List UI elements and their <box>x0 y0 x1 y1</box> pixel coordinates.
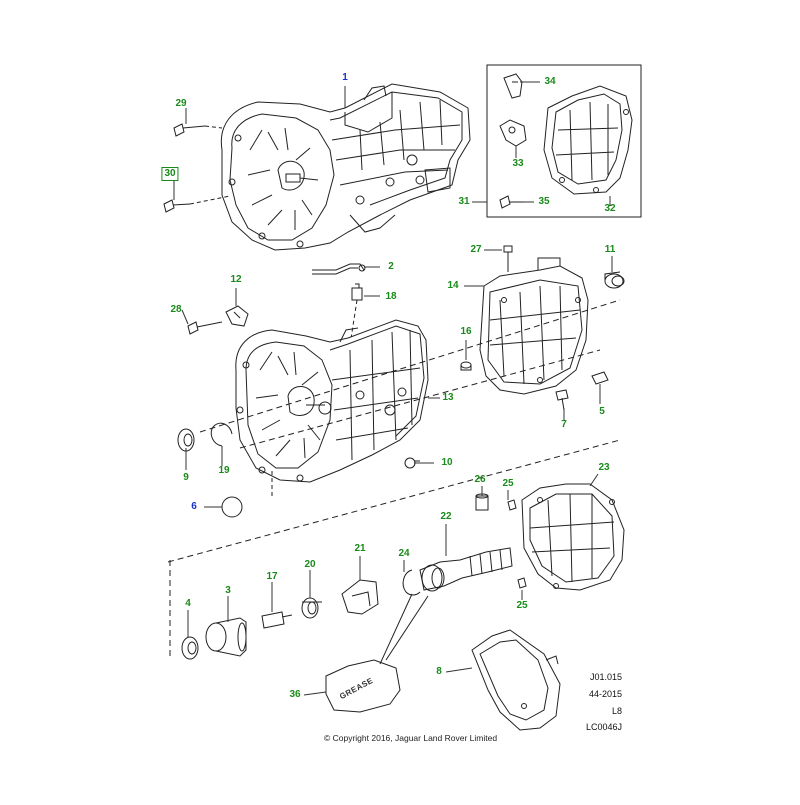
switch-5 <box>591 371 609 385</box>
housing-14 <box>479 257 589 395</box>
callout-10[interactable]: 10 <box>441 457 453 468</box>
callout-28[interactable]: 28 <box>170 304 182 315</box>
callout-9[interactable]: 9 <box>183 472 189 483</box>
bolt-27 <box>503 245 513 272</box>
callout-1[interactable]: 1 <box>342 72 348 83</box>
callout-23[interactable]: 23 <box>598 462 610 473</box>
callout-26[interactable]: 26 <box>474 474 486 485</box>
breather-18 <box>351 283 363 301</box>
callout-17[interactable]: 17 <box>266 571 278 582</box>
callout-24[interactable]: 24 <box>398 548 410 559</box>
plug-25b <box>517 577 527 589</box>
ref-line-2: 44-2015 <box>588 689 622 699</box>
callout-12[interactable]: 12 <box>230 274 242 285</box>
plug-16 <box>460 361 472 371</box>
extension-housing-23 <box>521 483 625 591</box>
o-ring-6 <box>221 496 243 518</box>
callout-36[interactable]: 36 <box>289 689 301 700</box>
oil-seal-9 <box>177 428 195 452</box>
callout-4[interactable]: 4 <box>185 598 191 609</box>
callout-31[interactable]: 31 <box>458 196 470 207</box>
callout-27[interactable]: 27 <box>470 244 482 255</box>
callout-13[interactable]: 13 <box>442 392 454 403</box>
callout-32[interactable]: 32 <box>604 203 616 214</box>
bolt-35 <box>499 195 524 209</box>
callout-33[interactable]: 33 <box>512 158 524 169</box>
callout-25[interactable]: 25 <box>502 478 514 489</box>
gearbox-assembly-top <box>220 83 471 251</box>
bracket-34 <box>503 73 523 99</box>
callout-29[interactable]: 29 <box>175 98 187 109</box>
sensor-17 <box>261 611 293 629</box>
callout-30[interactable]: 30 <box>161 167 179 181</box>
callout-19[interactable]: 19 <box>218 465 230 476</box>
callout-3[interactable]: 3 <box>225 585 231 596</box>
callout-22[interactable]: 22 <box>440 511 452 522</box>
circlip-19 <box>210 422 233 447</box>
gearbox-case-13 <box>235 319 429 483</box>
plug-25a <box>507 499 517 511</box>
inset-box <box>486 64 642 218</box>
callout-8[interactable]: 8 <box>436 666 442 677</box>
callout-7[interactable]: 7 <box>561 419 567 430</box>
seal-4 <box>181 636 199 660</box>
leader-lines <box>173 81 613 696</box>
callout-35[interactable]: 35 <box>538 196 550 207</box>
bearing-3 <box>205 617 247 657</box>
ring-20 <box>301 597 322 619</box>
callout-14[interactable]: 14 <box>447 280 459 291</box>
copyright-notice: © Copyright 2016, Jaguar Land Rover Limi… <box>324 733 498 743</box>
ring-24 <box>402 569 421 596</box>
bolt-29 <box>173 123 206 137</box>
bracket-33 <box>499 119 527 147</box>
callout-16[interactable]: 16 <box>460 326 472 337</box>
ref-line-1: J01.015 <box>589 672 622 682</box>
callout-6[interactable]: 6 <box>191 501 197 512</box>
dowel-26 <box>475 493 489 511</box>
bracket-12 <box>225 305 249 327</box>
grease-packet-36 <box>325 659 401 713</box>
bolt-28 <box>187 321 223 335</box>
callout-18[interactable]: 18 <box>385 291 397 302</box>
mainshaft-22 <box>419 547 513 592</box>
callout-5[interactable]: 5 <box>599 406 605 417</box>
bolt-30 <box>163 199 191 213</box>
callout-11[interactable]: 11 <box>604 244 616 255</box>
cover-32 <box>543 85 633 195</box>
cover-8 <box>471 629 561 731</box>
breather-pipe-2 <box>312 263 366 275</box>
callout-25-lower[interactable]: 25 <box>516 600 528 611</box>
bracket-21 <box>341 579 379 615</box>
callout-21[interactable]: 21 <box>354 543 366 554</box>
ref-line-3: L8 <box>611 706 622 716</box>
seal-11 <box>604 271 625 289</box>
callout-20[interactable]: 20 <box>304 559 316 570</box>
plug-7 <box>555 389 569 411</box>
callout-2[interactable]: 2 <box>388 261 394 272</box>
ref-line-4: LC0046J <box>585 722 622 732</box>
callout-34[interactable]: 34 <box>544 76 556 87</box>
